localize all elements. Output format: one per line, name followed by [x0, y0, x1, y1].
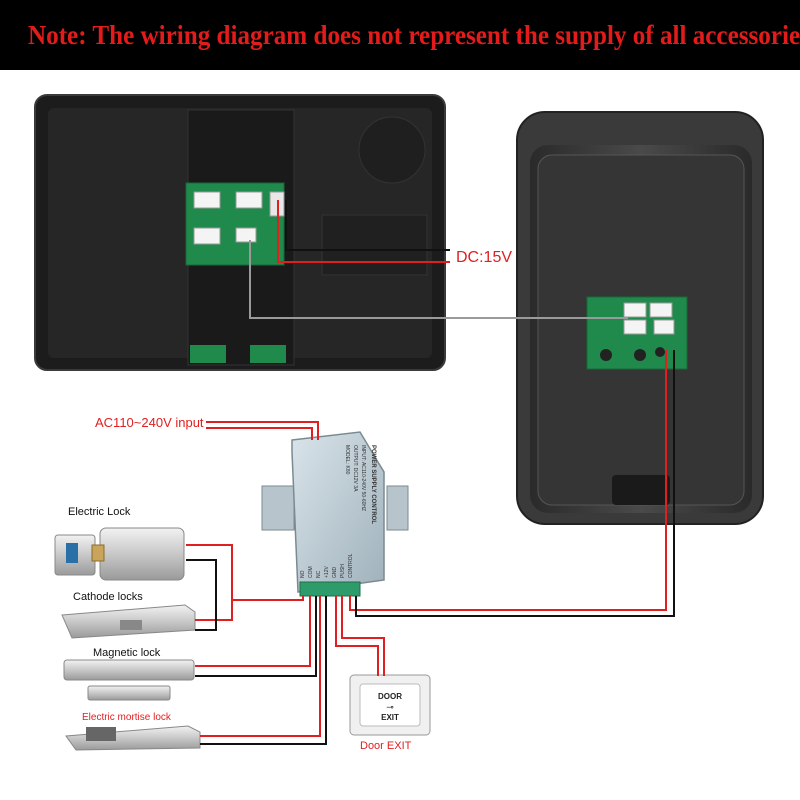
psu-terminal-label: NO [300, 570, 306, 578]
key-icon: ⊸ [386, 702, 394, 712]
psu-terminal-label: CONTROL [348, 553, 354, 578]
cathode-locks-label: Cathode locks [73, 591, 143, 603]
door-button-line1: DOOR [378, 692, 402, 701]
mortise-lock-label: Electric mortise lock [82, 712, 172, 723]
psu-title: POWER SUPPLY CONTROL [370, 445, 376, 524]
monitor-circuit-board [185, 182, 285, 266]
camera-red-wire [349, 350, 667, 611]
indoor-monitor [34, 94, 446, 371]
door-exit-caption: Door EXIT [360, 740, 412, 752]
magnetic-black-wire [195, 596, 317, 677]
psu-terminal-label: GND [332, 567, 338, 579]
signal-gray-wire [249, 240, 628, 319]
magnetic-red-wire [195, 596, 311, 667]
dc-red-wire [277, 200, 450, 263]
psu-terminal-label: PUSH [340, 564, 346, 578]
cathode-lock-image [61, 604, 196, 639]
psu-terminal-block [299, 581, 361, 597]
mortise-black-wire [200, 596, 327, 745]
electric-lock-image [54, 527, 185, 581]
magnetic-lock-image [63, 659, 195, 701]
magnetic-lock-label: Magnetic lock [93, 647, 161, 659]
camera-black-wire [355, 350, 675, 617]
mortise-lock-image [65, 725, 201, 751]
ac-input-label: AC110~240V input [95, 415, 204, 430]
wires [186, 200, 675, 745]
psu-terminal-label: NC [316, 570, 322, 578]
psu-input: INPUT: AC110-240V 50-60HZ [360, 445, 366, 511]
note-text: Note: The wiring diagram does not repres… [28, 20, 800, 50]
mortise-red-wire [200, 596, 321, 737]
speaker-grille [358, 116, 426, 184]
electric-lock-label: Electric Lock [68, 506, 131, 518]
psu-terminal-label: +12V [324, 566, 330, 578]
exit-red-wire-1 [335, 596, 379, 676]
power-supply-box: POWER SUPPLY CONTROL INPUT: AC110-240V 5… [261, 431, 409, 597]
cathode-red-wire [195, 600, 233, 621]
psu-output: OUTPUT: DC12V 3A [352, 445, 358, 492]
ac-input-red-wire [206, 421, 319, 440]
camera-circuit-board [586, 296, 688, 370]
cathode-black-wire [195, 610, 217, 631]
psu-model: MODEL: K80 [344, 445, 350, 475]
dc-label: DC:15V [456, 249, 512, 266]
psu-terminal-label: COM [308, 566, 314, 578]
ac-input-red-wire-2 [206, 427, 313, 440]
outdoor-camera-unit [516, 111, 764, 525]
psu-label: POWER SUPPLY CONTROL INPUT: AC110-240V 5… [344, 445, 376, 524]
door-exit-button: DOOR ⊸ EXIT [349, 674, 431, 736]
lock-black-wire [186, 559, 217, 610]
exit-red-wire-2 [341, 596, 385, 676]
dc-black-wire [285, 200, 450, 251]
lock-red-wire [186, 544, 304, 601]
note-banner: Note: The wiring diagram does not repres… [0, 0, 800, 70]
door-button-line2: EXIT [381, 713, 399, 722]
